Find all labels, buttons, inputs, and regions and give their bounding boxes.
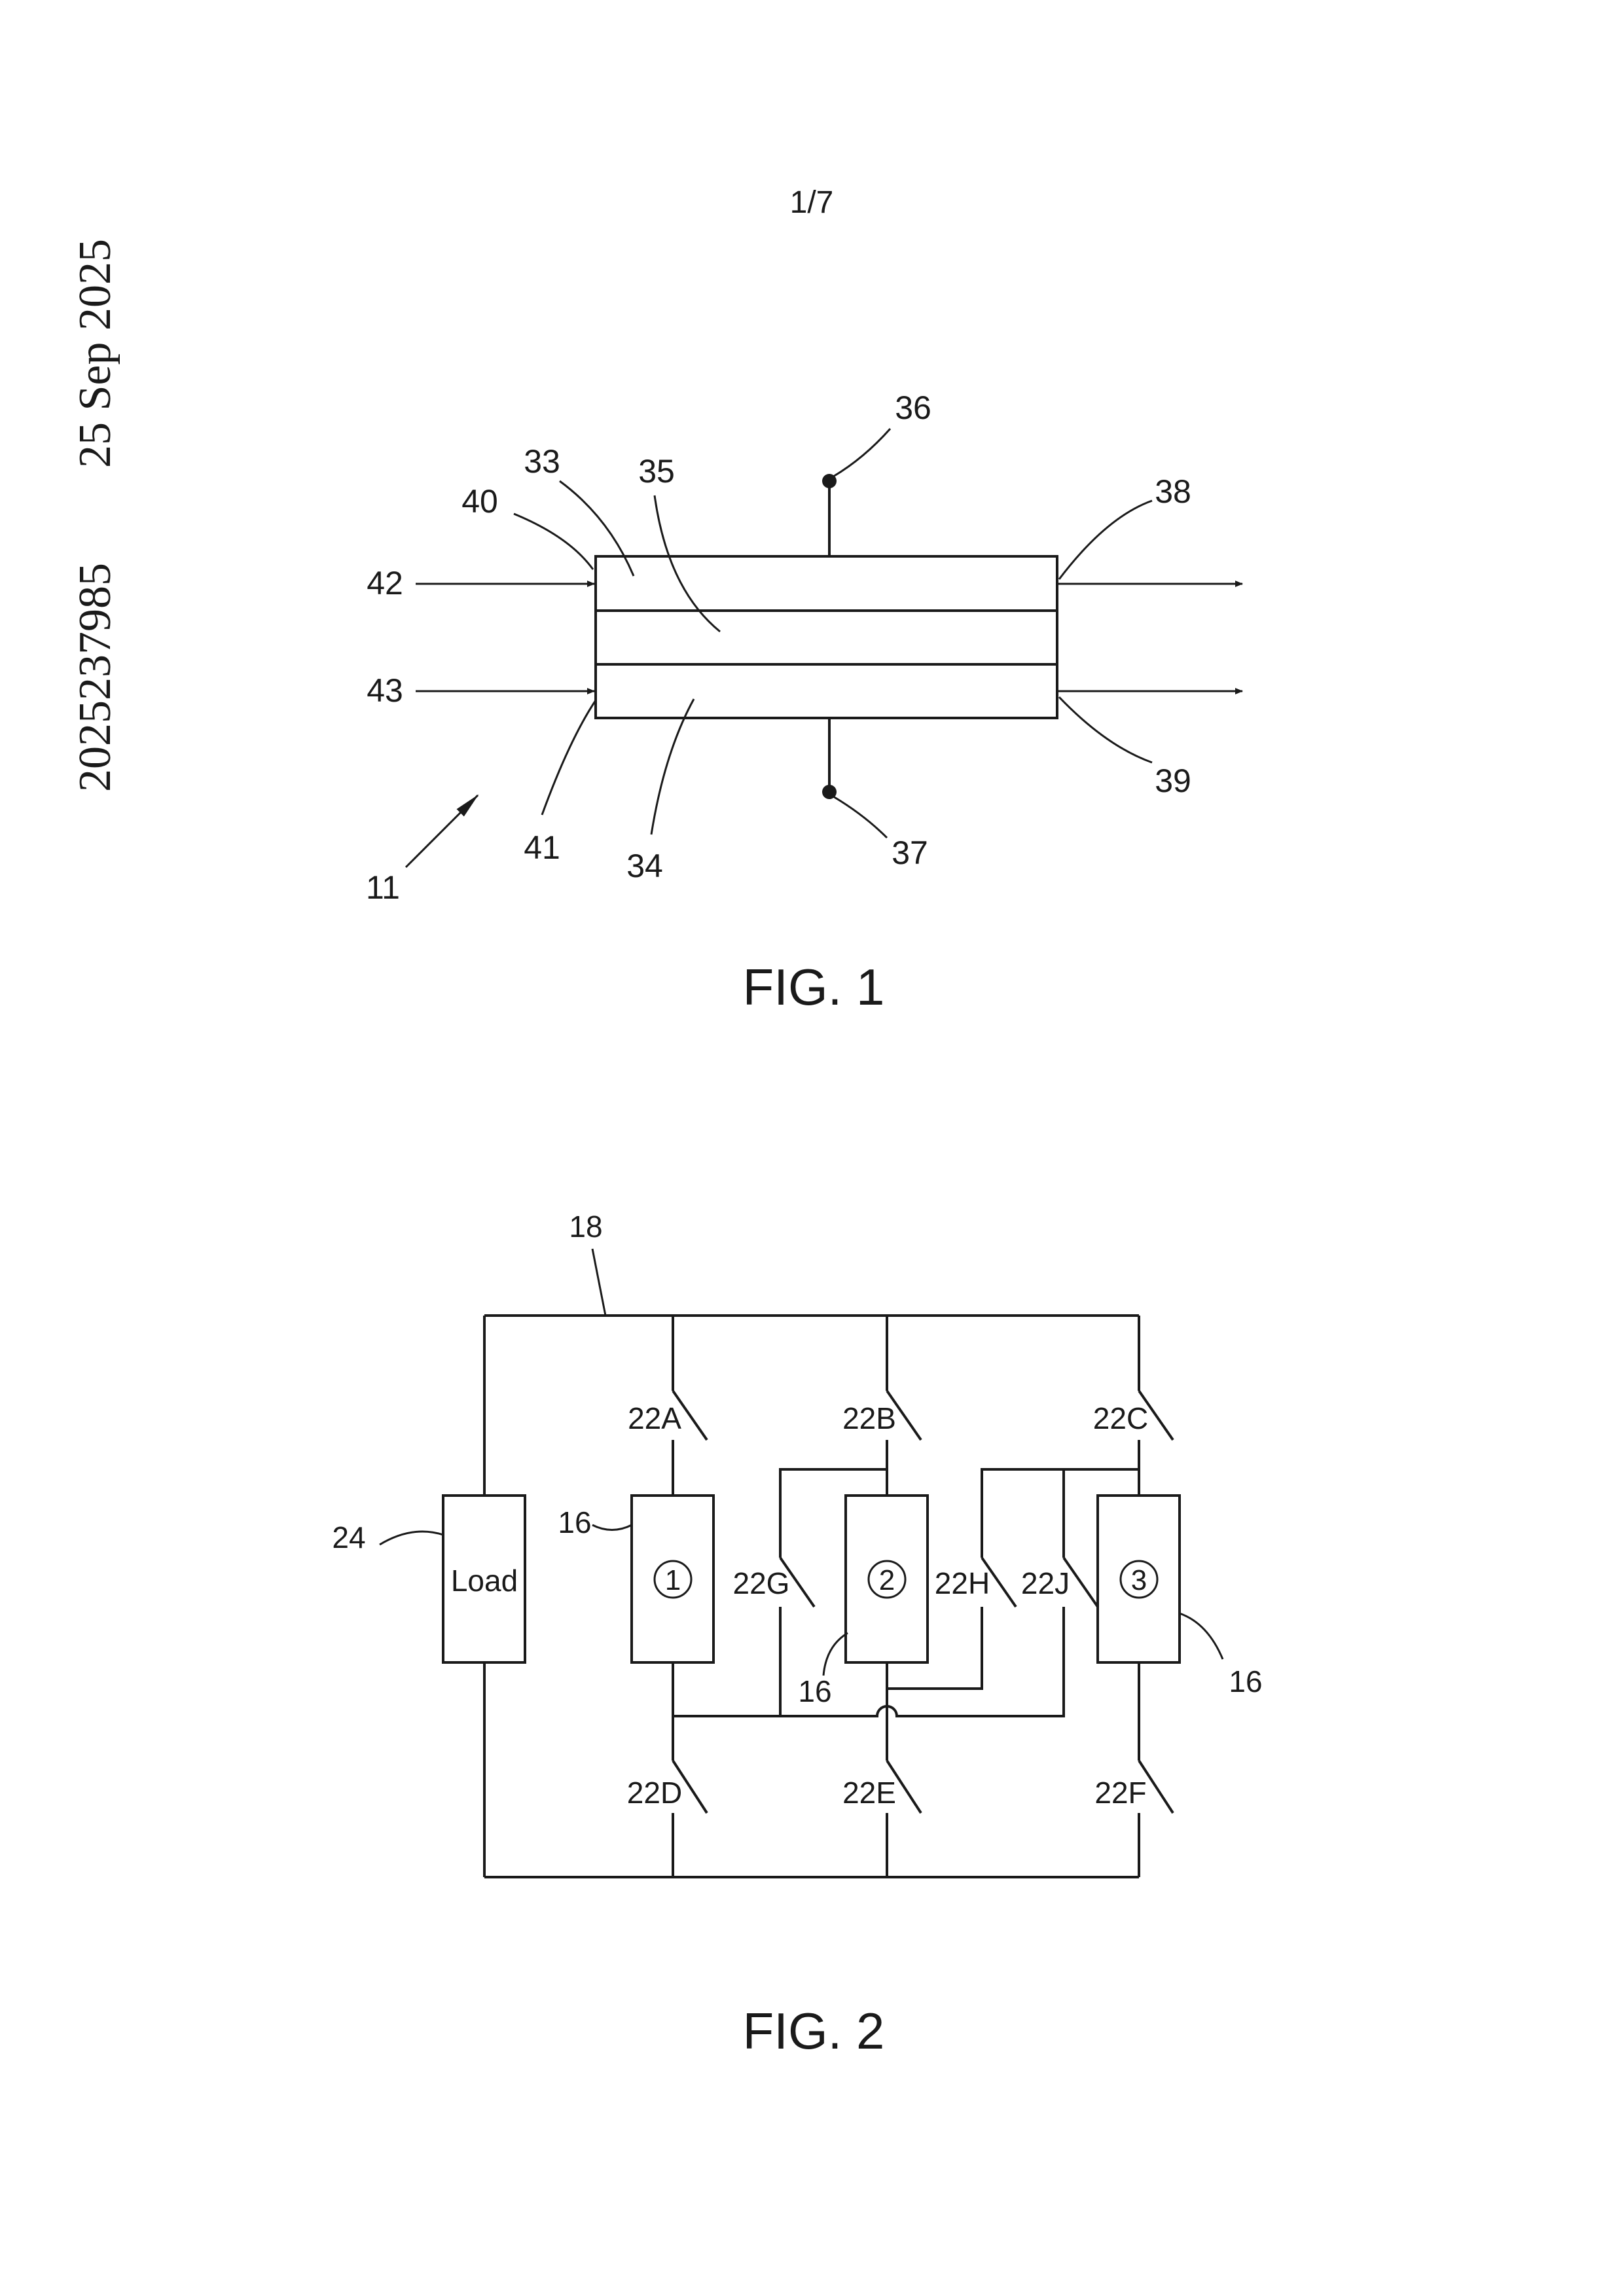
fig1-cell-stack <box>596 556 1057 718</box>
fig1-ref-38: 38 <box>1155 473 1191 510</box>
fig1-ref-33: 33 <box>524 443 560 480</box>
fig2-label-22F: 22F <box>1094 1776 1146 1810</box>
fig1-leader-40 <box>514 514 593 569</box>
fig1-assembly-arrow-11 <box>406 795 478 867</box>
fig2-diagram: Load 1 2 3 <box>332 1210 1262 2060</box>
fig2-ref-16-cell2: 16 <box>798 1674 831 1708</box>
fig2-cell-1-number: 1 <box>665 1564 681 1596</box>
fig1-diagram: 36 33 35 40 38 42 43 39 41 34 37 11 FIG.… <box>366 389 1242 1016</box>
fig1-ref-11: 11 <box>366 869 400 906</box>
fig2-ref-16-cell3: 16 <box>1229 1664 1262 1698</box>
fig1-ref-43: 43 <box>367 672 403 709</box>
fig2-caption: FIG. 2 <box>743 2002 885 2060</box>
fig1-ref-35: 35 <box>638 453 675 490</box>
fig1-ref-42: 42 <box>367 565 403 601</box>
side-date: 25 Sep 2025 <box>70 239 120 468</box>
fig2-label-22D: 22D <box>627 1776 682 1810</box>
side-number: 2025237985 <box>70 563 120 792</box>
fig1-leader-36 <box>833 429 890 476</box>
fig1-leader-34 <box>651 699 694 834</box>
page-number: 1/7 <box>790 185 834 220</box>
fig1-ref-40: 40 <box>461 483 498 520</box>
fig1-leader-41 <box>542 700 596 815</box>
fig2-leader-16-cell1 <box>592 1525 632 1530</box>
fig1-ref-34: 34 <box>626 848 663 884</box>
fig2-label-22H: 22H <box>935 1566 990 1600</box>
fig2-leader-18 <box>592 1249 605 1316</box>
fig2-leader-16-cell2 <box>823 1633 848 1676</box>
fig2-label-22C: 22C <box>1093 1401 1148 1435</box>
fig2-label-22J: 22J <box>1021 1566 1070 1600</box>
fig2-label-22A: 22A <box>628 1401 681 1435</box>
fig1-leader-37 <box>833 797 887 838</box>
fig1-ref-39: 39 <box>1155 762 1191 799</box>
fig2-leader-24 <box>380 1532 443 1545</box>
fig1-ref-41: 41 <box>524 829 560 866</box>
fig2-ref-16-cell1: 16 <box>558 1505 591 1539</box>
fig2-leader-16-cell3 <box>1180 1613 1223 1659</box>
fig1-leader-38 <box>1059 501 1152 579</box>
fig2-label-22G: 22G <box>733 1566 790 1600</box>
fig2-cell-2-number: 2 <box>879 1564 895 1596</box>
fig2-ref-24: 24 <box>332 1520 365 1554</box>
fig2-load-label: Load <box>451 1564 518 1598</box>
fig2-branch-22H-upper-wire <box>982 1469 1064 1558</box>
fig2-label-22B: 22B <box>842 1401 896 1435</box>
fig2-ref-18: 18 <box>569 1210 602 1244</box>
fig1-ref-37: 37 <box>892 834 928 871</box>
fig1-leader-39 <box>1059 697 1152 762</box>
fig1-ref-36: 36 <box>895 389 931 426</box>
fig2-label-22E: 22E <box>842 1776 896 1810</box>
fig2-cell-3-number: 3 <box>1131 1564 1147 1596</box>
fig1-caption: FIG. 1 <box>743 958 885 1016</box>
